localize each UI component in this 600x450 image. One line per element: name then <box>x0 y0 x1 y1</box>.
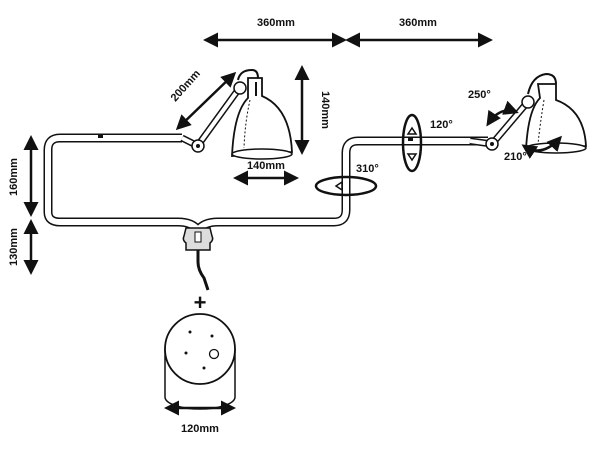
rotation-label-250: 250° <box>468 89 491 101</box>
rotation-label-310: 310° <box>356 163 379 175</box>
dim-label-arm: 200mm <box>169 68 203 104</box>
dim-label-shade-width: 140mm <box>247 160 285 172</box>
dim-label-top-left: 360mm <box>257 17 295 29</box>
dim-label-base: 120mm <box>181 423 219 435</box>
round-base <box>164 313 236 410</box>
plus-icon: + <box>194 290 207 315</box>
frame-tube <box>43 133 488 233</box>
wall-mount <box>182 227 214 251</box>
rotation-210-arrow <box>521 135 563 159</box>
rotation-120-ellipse <box>401 113 423 173</box>
dimension-lines <box>23 32 493 416</box>
dim-label-shade-height: 140mm <box>319 91 331 129</box>
rotation-label-120: 120° <box>430 119 453 131</box>
dim-label-top-right: 360mm <box>399 17 437 29</box>
rotation-arrows <box>314 100 563 197</box>
dim-label-upper-bar: 160mm <box>8 158 20 196</box>
right-lamp <box>469 72 587 154</box>
dim-label-lower-bar: 130mm <box>8 228 20 266</box>
power-cable <box>196 250 210 291</box>
rotation-310-ellipse <box>314 175 378 197</box>
rotation-250-arrow <box>486 100 519 127</box>
rotation-label-210: 210° <box>504 151 527 163</box>
left-lamp <box>180 68 293 160</box>
